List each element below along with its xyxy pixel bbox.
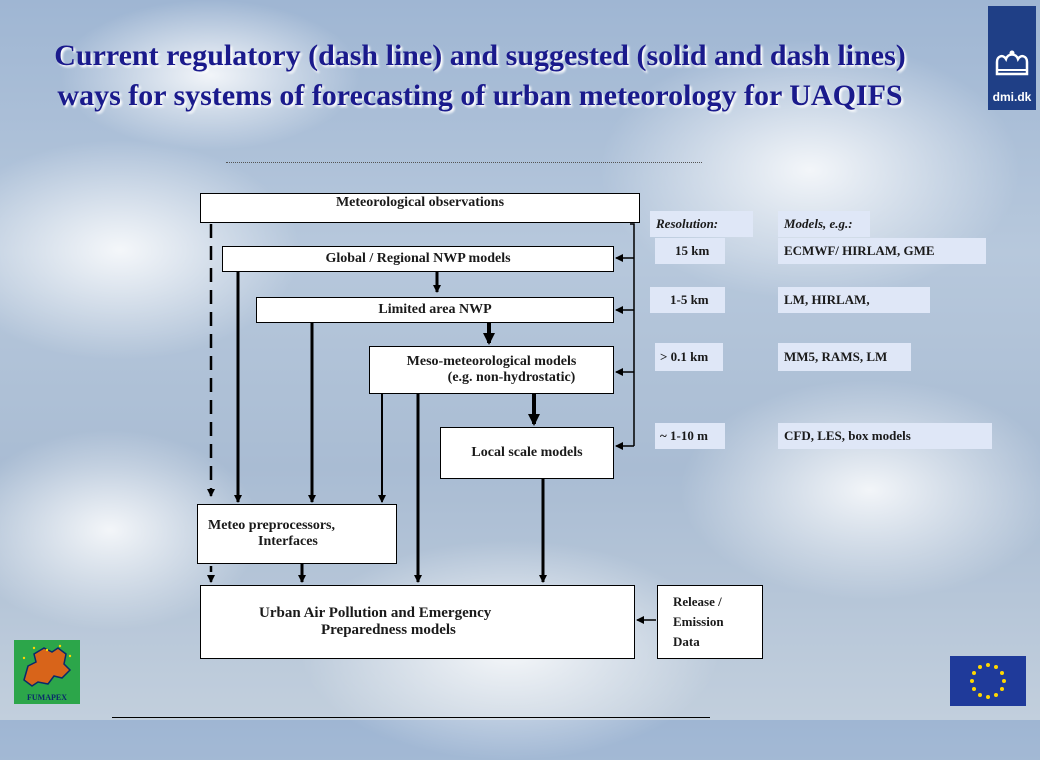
box-label: Meso-meteorological models xyxy=(406,354,577,369)
bottom-divider xyxy=(112,717,710,718)
resolution-value: ~ 1-10 m xyxy=(660,428,708,443)
box-urban-air-pollution-models: Urban Air Pollution and Emergency Prepar… xyxy=(200,585,635,659)
box-label: Meteo preprocessors, xyxy=(208,518,335,533)
box-label: Meteorological observations xyxy=(335,195,505,210)
models-header-text: Models, e.g.: xyxy=(784,216,853,231)
fumapex-logo-text: FUMAPEX xyxy=(27,693,67,702)
dmi-logo: dmi.dk xyxy=(988,6,1036,110)
resolution-value: 1-5 km xyxy=(670,292,709,307)
dotted-divider xyxy=(226,162,702,163)
models-header: Models, e.g.: xyxy=(778,211,870,237)
box-meteorological-observations: Meteorological observations xyxy=(200,193,640,223)
models-cell: LM, HIRLAM, xyxy=(778,287,930,313)
models-cell: CFD, LES, box models xyxy=(778,423,992,449)
eu-flag-logo xyxy=(950,656,1026,706)
models-value: LM, HIRLAM, xyxy=(784,292,870,307)
dmi-logo-text: dmi.dk xyxy=(992,90,1032,104)
models-cell: MM5, RAMS, LM xyxy=(778,343,911,371)
fumapex-logo: FUMAPEX xyxy=(14,640,80,704)
eu-stars-icon xyxy=(970,663,1006,699)
box-meteo-preprocessors: Meteo preprocessors, Interfaces xyxy=(197,504,397,564)
page-title: Current regulatory (dash line) and sugge… xyxy=(54,39,906,112)
resolution-value: 15 km xyxy=(675,243,710,258)
box-label: Interfaces xyxy=(258,534,318,549)
box-limited-area-nwp: Limited area NWP xyxy=(256,297,614,323)
models-value: CFD, LES, box models xyxy=(784,428,911,443)
box-local-scale-models: Local scale models xyxy=(440,427,614,479)
box-release-emission-data: Release / Emission Data xyxy=(657,585,763,659)
box-label: Preparedness models xyxy=(321,622,456,638)
resolution-cell: 15 km xyxy=(655,238,725,264)
resolution-value: > 0.1 km xyxy=(660,349,709,364)
box-meso-meteorological-models: Meso-meteorological models (e.g. non-hyd… xyxy=(369,346,614,394)
resolution-cell: > 0.1 km xyxy=(655,343,723,371)
box-label: Limited area NWP xyxy=(378,302,492,317)
box-label: Emission xyxy=(673,614,724,629)
crown-icon xyxy=(995,50,1029,76)
box-label: Local scale models xyxy=(471,445,583,460)
box-label: Urban Air Pollution and Emergency xyxy=(259,605,492,621)
box-label: Release / xyxy=(673,594,722,609)
box-label: (e.g. non-hydrostatic) xyxy=(447,370,576,385)
models-cell: ECMWF/ HIRLAM, GME xyxy=(778,238,986,264)
resolution-header: Resolution: xyxy=(650,211,753,237)
box-global-regional-nwp: Global / Regional NWP models xyxy=(222,246,614,272)
resolution-cell: ~ 1-10 m xyxy=(655,423,725,449)
box-label: Global / Regional NWP models xyxy=(325,251,511,266)
flow-arrows xyxy=(207,223,656,624)
models-value: MM5, RAMS, LM xyxy=(784,349,888,364)
box-label: Data xyxy=(673,634,700,649)
resolution-header-text: Resolution: xyxy=(656,216,719,231)
models-value: ECMWF/ HIRLAM, GME xyxy=(784,243,935,258)
resolution-cell: 1-5 km xyxy=(650,287,725,313)
europe-map-icon xyxy=(22,644,72,687)
